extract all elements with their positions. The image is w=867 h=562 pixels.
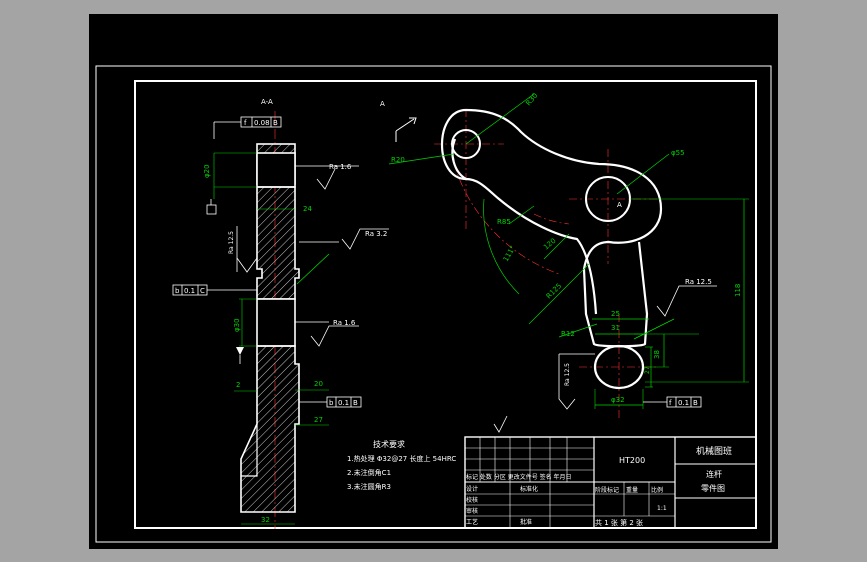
svg-text:b: b <box>175 287 180 295</box>
cad-drawing-viewport[interactable]: A-A f 0.08 B φ20 Ra 1.6 24 <box>89 14 778 549</box>
bottom-boss <box>593 344 645 390</box>
main-view: A A R30 R20 φ55 R85 111° 120 R125 <box>380 92 749 419</box>
section-annotations: f 0.08 B φ20 Ra 1.6 24 Ra 3.2 Ra 12.5 b … <box>172 116 389 525</box>
svg-text:b: b <box>329 399 334 407</box>
svg-text:f: f <box>669 399 672 407</box>
svg-text:27: 27 <box>644 366 651 374</box>
school-name: 机械图班 <box>696 445 732 457</box>
svg-text:32: 32 <box>261 516 270 524</box>
svg-text:27: 27 <box>314 416 323 424</box>
svg-text:B: B <box>273 119 278 127</box>
material: HT200 <box>619 456 645 465</box>
svg-text:20: 20 <box>314 380 323 388</box>
svg-text:设计: 设计 <box>466 485 478 493</box>
svg-text:φ32: φ32 <box>611 396 625 404</box>
link-body-hatch <box>256 186 300 300</box>
small-bore <box>451 129 481 159</box>
svg-text:120: 120 <box>542 237 557 252</box>
svg-text:φ20: φ20 <box>203 164 211 178</box>
svg-text:R125: R125 <box>545 282 564 301</box>
svg-text:Ra 12.5: Ra 12.5 <box>564 363 571 386</box>
lower-body-hatch <box>240 345 300 513</box>
svg-text:R85: R85 <box>497 218 511 226</box>
svg-text:Ra 1.6: Ra 1.6 <box>329 163 352 171</box>
inner-border <box>134 80 757 529</box>
svg-text:Ra 3.2: Ra 3.2 <box>365 230 387 238</box>
svg-text:1:1: 1:1 <box>657 505 667 512</box>
svg-text:R20: R20 <box>391 156 405 164</box>
svg-text:0.1: 0.1 <box>338 399 349 407</box>
svg-text:标准化: 标准化 <box>520 485 538 493</box>
svg-text:阶段标记: 阶段标记 <box>595 486 619 494</box>
svg-text:25: 25 <box>611 310 620 318</box>
svg-text:24: 24 <box>303 205 312 213</box>
svg-text:工艺: 工艺 <box>466 518 478 526</box>
svg-text:B: B <box>693 399 698 407</box>
svg-text:批准: 批准 <box>520 518 532 526</box>
outer-border <box>95 65 772 543</box>
svg-text:1.热处理 Φ32@27 长度上 54HRC: 1.热处理 Φ32@27 长度上 54HRC <box>347 454 456 463</box>
svg-text:校核: 校核 <box>466 496 478 504</box>
svg-text:比例: 比例 <box>651 486 663 494</box>
engineering-drawing: A-A f 0.08 B φ20 Ra 1.6 24 <box>95 65 772 543</box>
part-name: 连杆 <box>706 469 722 479</box>
svg-text:3.未注圆角R3: 3.未注圆角R3 <box>347 482 391 491</box>
title-block: 标记 处数 分区 更改文件号 签名 年月日 设计 标准化 校核 审核 工艺 批准… <box>464 415 757 529</box>
svg-text:f: f <box>244 119 247 127</box>
link-outline <box>465 108 663 348</box>
svg-text:38: 38 <box>653 350 661 359</box>
drawing-type: 零件图 <box>701 483 725 493</box>
svg-text:审核: 审核 <box>466 507 478 515</box>
section-view: A-A <box>240 98 300 529</box>
svg-text:0.1: 0.1 <box>678 399 689 407</box>
svg-text:φ30: φ30 <box>233 318 241 332</box>
lower-bore <box>256 298 296 347</box>
svg-text:R12: R12 <box>561 330 575 338</box>
svg-text:0.08: 0.08 <box>254 119 270 127</box>
svg-text:B: B <box>353 399 358 407</box>
section-label: A-A <box>261 98 273 106</box>
svg-text:Ra 12.5: Ra 12.5 <box>228 231 235 254</box>
technical-notes: 技术要求 1.热处理 Φ32@27 长度上 54HRC 2.未注倒角C1 3.未… <box>347 439 456 491</box>
svg-text:φ55: φ55 <box>671 149 685 157</box>
svg-text:111°: 111° <box>502 244 517 263</box>
svg-text:31: 31 <box>611 324 620 332</box>
svg-text:C: C <box>200 287 205 295</box>
svg-text:共 1 张 第 2 张: 共 1 张 第 2 张 <box>595 518 643 527</box>
svg-text:118: 118 <box>734 284 742 297</box>
view-arrow-label: A <box>380 100 385 108</box>
svg-text:标记 处数 分区 更改文件号 签名 年月日: 标记 处数 分区 更改文件号 签名 年月日 <box>466 473 572 481</box>
svg-text:2: 2 <box>236 381 240 389</box>
tech-notes-title: 技术要求 <box>373 439 405 449</box>
svg-text:0.1: 0.1 <box>184 287 195 295</box>
center-mark-label: A <box>617 201 622 209</box>
svg-text:Ra 12.5: Ra 12.5 <box>685 278 712 286</box>
svg-text:R30: R30 <box>524 92 539 108</box>
svg-text:重量: 重量 <box>626 486 638 494</box>
svg-text:2.未注倒角C1: 2.未注倒角C1 <box>347 468 391 477</box>
svg-text:Ra 1.6: Ra 1.6 <box>333 319 356 327</box>
